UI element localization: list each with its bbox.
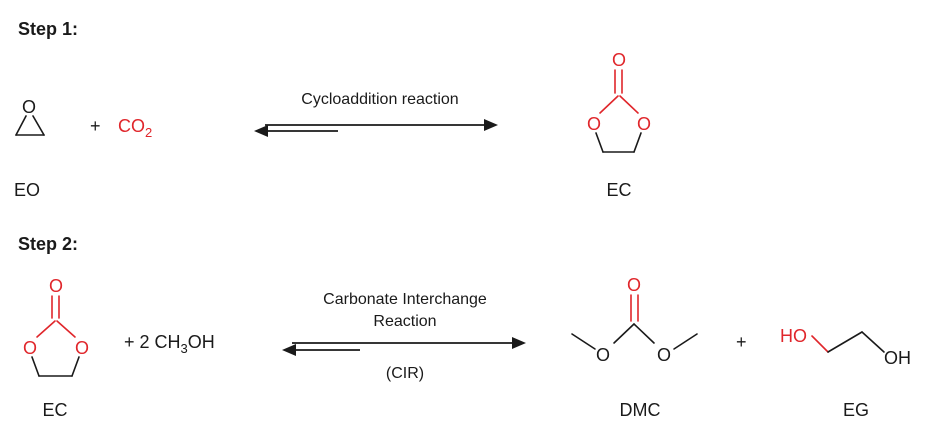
step2-arrow-label-line2: Reaction xyxy=(373,313,436,330)
step1-equilibrium-arrow xyxy=(254,119,498,137)
eo-bond-left xyxy=(15,115,27,136)
dmc-methyl-right-bond xyxy=(673,333,698,350)
ec-label-step2: EC xyxy=(42,400,67,420)
dmc-label: DMC xyxy=(620,400,661,420)
dmc-c-o-left-bond xyxy=(613,323,635,344)
ec1-c-o-right-bond xyxy=(619,95,639,114)
ec2-carbonyl-oxygen-atom: O xyxy=(49,276,63,296)
ec-structure-step2: O O O xyxy=(23,276,89,377)
step1-title: Step 1: xyxy=(18,19,78,39)
ec2-bond-left-lower xyxy=(31,356,40,377)
ec1-c-o-left-bond xyxy=(599,95,619,114)
ec1-ring-oxygen-left: O xyxy=(587,114,601,134)
ec1-ring-oxygen-right: O xyxy=(637,114,651,134)
dmc-carbonyl-oxygen-atom: O xyxy=(627,275,641,295)
dmc-c-o-right-bond xyxy=(633,323,655,344)
dmc-oxygen-right: O xyxy=(657,345,671,365)
eg-label: EG xyxy=(843,400,869,420)
ec2-c-o-left-bond xyxy=(36,320,56,338)
eo-bond-right xyxy=(32,115,45,136)
ec2-ring-oxygen-right: O xyxy=(75,338,89,358)
dmc-methyl-left-bond xyxy=(571,333,596,350)
eg-bond-c1-c2 xyxy=(827,331,863,353)
ec2-bond-right-lower xyxy=(71,356,80,377)
step2-equilibrium-arrow xyxy=(282,337,526,356)
eo-label: EO xyxy=(14,180,40,200)
step2-reverse-arrow-head xyxy=(282,344,296,356)
ec-label-step1: EC xyxy=(606,180,631,200)
step2-forward-arrow-head xyxy=(512,337,526,349)
ethylene-oxide-structure: O xyxy=(15,97,45,136)
eg-bond-o-c1 xyxy=(811,335,829,353)
eg-oh-group: OH xyxy=(884,348,911,368)
methanol-formula: + 2 CH3OH xyxy=(124,332,215,356)
step1-arrow-label: Cycloaddition reaction xyxy=(301,91,458,108)
ec1-bond-left-lower xyxy=(595,132,604,153)
eg-bond-c2-o xyxy=(861,331,885,353)
co2-formula: CO2 xyxy=(118,116,152,140)
dmc-oxygen-left: O xyxy=(596,345,610,365)
eg-ho-group: HO xyxy=(780,326,807,346)
step2-plus: + xyxy=(736,332,747,352)
ec1-carbonyl-oxygen-atom: O xyxy=(612,50,626,70)
step1-forward-arrow-head xyxy=(484,119,498,131)
ec1-bond-right-lower xyxy=(633,132,642,153)
ec2-ring-oxygen-left: O xyxy=(23,338,37,358)
ec2-c-o-right-bond xyxy=(56,320,76,338)
eg-structure: HO OH xyxy=(780,326,911,368)
ec-structure-step1: O O O xyxy=(587,50,651,153)
step2-arrow-label-abbr: (CIR) xyxy=(386,365,424,382)
step1-plus: + xyxy=(90,116,101,136)
dmc-structure: O O O xyxy=(571,275,698,365)
step2-arrow-label-line1: Carbonate Interchange xyxy=(323,291,487,308)
step1-reverse-arrow-head xyxy=(254,125,268,137)
step2-title: Step 2: xyxy=(18,234,78,254)
eo-oxygen-atom: O xyxy=(22,97,36,117)
